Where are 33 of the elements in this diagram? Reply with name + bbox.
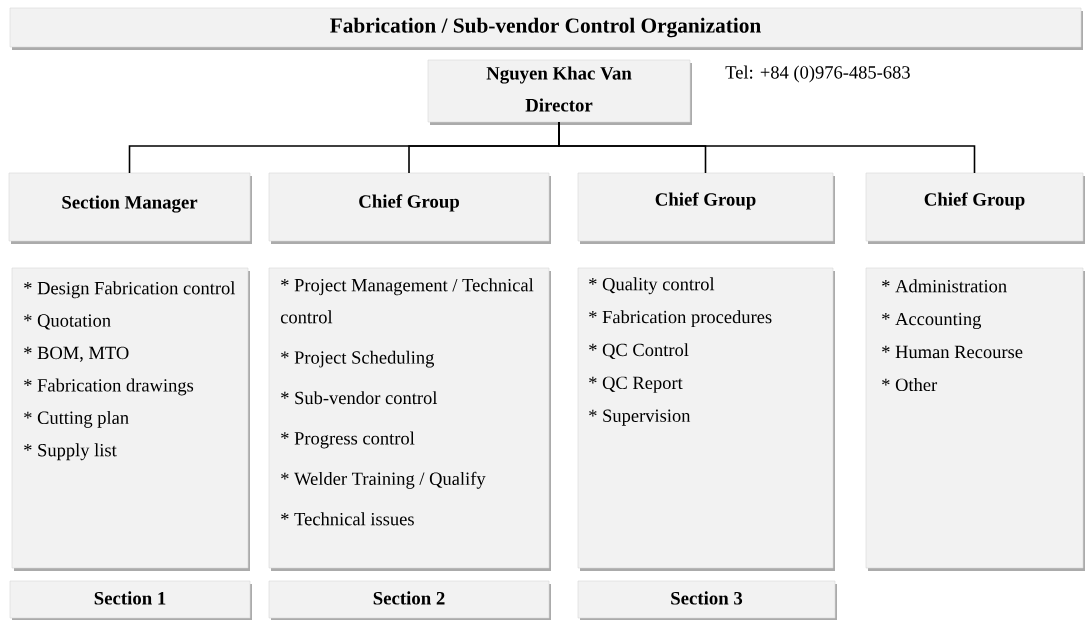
list-item: * Human Recourse [882,345,1023,359]
section-box: Section 2 [268,580,551,620]
list-item: * Supervision [589,409,691,426]
list-item: * Accounting [882,312,982,330]
list-item: * Other [882,378,938,392]
list-item: * Quality control [589,277,715,295]
list-item: * Quotation [24,314,111,330]
section-box: Section 3 [577,580,837,620]
title-banner: Fabrication / Sub-vendor Control Organization [9,7,1083,50]
list-item: * Sub-vendor control [281,391,438,405]
list-item: * Supply list [24,443,117,461]
list-item: * Welder Training / Qualify [281,471,486,489]
role-box: Chief Group [577,172,835,244]
connector-line [558,121,976,174]
list-item: * QC Control [589,343,689,359]
list-item: * BOM, MTO [24,346,129,362]
list-item: * Project Management / Technical control [280,278,534,324]
list-item: * Administration [882,279,1007,293]
list-item: * Progress control [281,431,415,449]
list-item: * Design Fabrication control [24,281,236,299]
role-box: Section Manager [8,172,252,244]
role-box: Chief Group [268,172,551,244]
list-item: * QC Report [589,376,683,393]
list-item: * Fabrication drawings [24,378,194,396]
person-name: Nguyen Khac Van [486,66,632,84]
list-item: * Technical issues [281,512,414,526]
section-box: Section 1 [9,580,252,620]
role-box: Chief Group [865,172,1085,244]
job-title: Director [525,98,593,112]
list-item: * Project Scheduling [281,350,435,368]
phone-number: Tel: +84 (0)976-485-683 [725,65,910,83]
list-item: * Fabrication procedures [589,310,772,328]
list-item: * Cutting plan [24,410,129,428]
